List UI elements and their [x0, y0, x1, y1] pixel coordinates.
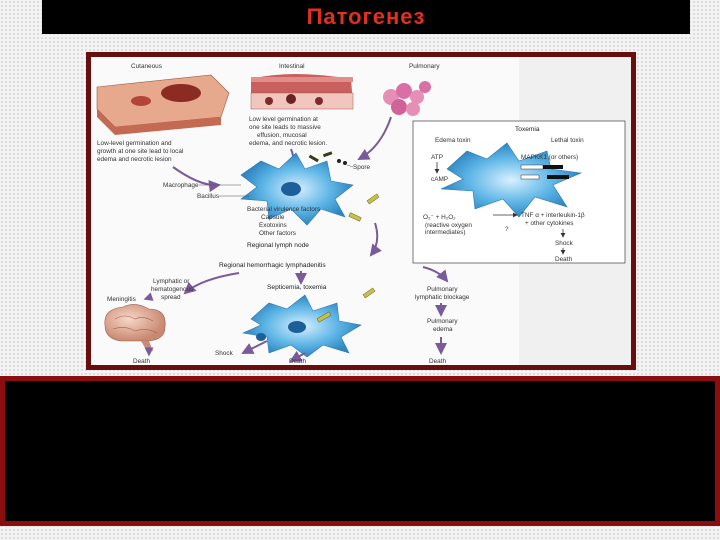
toxemia-title: Toxemia: [515, 126, 540, 133]
pulmonary-illustration: Pulmonary: [383, 63, 440, 116]
edema-toxin-label: Edema toxin: [435, 137, 471, 144]
blockage-line: Pulmonary: [427, 286, 458, 293]
death-label: Death: [429, 358, 446, 365]
septicemia-label: Septicemia, toxemia: [267, 284, 327, 291]
spread-line: spread: [161, 294, 181, 301]
diagram-svg: Cutaneous Low-level germination and grow…: [96, 57, 631, 365]
title-bar: Патогенез: [42, 0, 690, 34]
ros-label: O₂⁻ + H₂O₂: [423, 214, 456, 221]
cutaneous-illustration: Cutaneous: [96, 63, 230, 135]
pathogenesis-diagram: Cutaneous Low-level germination and grow…: [91, 57, 631, 365]
virulence-line: Bacterial virulence factors: [247, 206, 320, 213]
intestinal-desc-line: effusion, mucosal: [257, 132, 307, 139]
spread-line: Lymphatic or: [153, 278, 190, 285]
cutaneous-desc-line: Low-level germination and: [97, 140, 172, 147]
arrow: [183, 272, 240, 295]
shock-label: Shock: [215, 350, 234, 357]
lethal-toxin-label: Lethal toxin: [551, 137, 584, 144]
ros-note-line: intermediates): [425, 229, 466, 236]
spore-label: Spore: [353, 164, 370, 171]
cutaneous-desc-line: edema and necrotic lesion: [97, 156, 172, 163]
death-label: Death: [133, 358, 150, 365]
tnf-label: TNF α + interleukin-1β + other cytokines: [521, 212, 586, 227]
text-panel-body: [5, 381, 715, 521]
ros-note: (reactive oxygen intermediates): [425, 222, 474, 236]
lymphadenitis-label: Regional hemorrhagic lymphadenitis: [219, 262, 326, 269]
ros-note-line: (reactive oxygen: [425, 222, 472, 229]
arrow: [289, 350, 306, 362]
macrophage-label: Macrophage: [163, 182, 199, 189]
spread-line: hematogenous: [151, 286, 193, 293]
intestinal-desc-line: one site leads to massive: [249, 124, 321, 131]
panel-death-label: Death: [555, 256, 572, 263]
intestinal-desc-line: edema, and necrotic lesion.: [249, 140, 327, 147]
meningitis-label: Meningitis: [107, 296, 136, 303]
page-title: Патогенез: [306, 4, 426, 29]
septicemia-cell: [241, 287, 376, 358]
panel-shock-label: Shock: [555, 240, 574, 247]
leader-line: [346, 164, 354, 168]
arrow: [241, 340, 268, 354]
virulence-line: Exotoxins: [259, 222, 287, 229]
intestinal-desc-line: Low level germination at: [249, 116, 318, 123]
tnf-line: TNF α + interleukin-1β: [521, 212, 585, 219]
atp-label: ATP: [431, 154, 443, 161]
lymphatic-spread: Lymphatic or hematogenous spread: [151, 278, 195, 301]
arrow: [422, 266, 449, 283]
intestinal-illustration: Intestinal: [250, 63, 354, 110]
arrow: [357, 116, 392, 160]
arrow: [143, 292, 154, 301]
edema-line: Pulmonary: [427, 318, 458, 325]
death-label: Death: [289, 358, 306, 365]
blockage-line: lymphatic blockage: [415, 294, 470, 301]
intestinal-desc: Low level germination at one site leads …: [249, 116, 327, 147]
pulmonary-edema: Pulmonary edema: [427, 318, 459, 333]
pulmonary-blockage: Pulmonary lymphatic blockage: [415, 286, 470, 301]
cutaneous-desc: Low-level germination and growth at one …: [97, 140, 185, 163]
cutaneous-label: Cutaneous: [131, 63, 162, 70]
intestinal-label: Intestinal: [279, 63, 305, 70]
figure-frame: Cutaneous Low-level germination and grow…: [86, 52, 636, 370]
pulmonary-label: Pulmonary: [409, 63, 440, 70]
virulence-factors: Bacterial virulence factors Capsule Exot…: [247, 206, 322, 237]
toxemia-panel: Toxemia Edema toxin Lethal toxin ATP cAM…: [412, 120, 626, 264]
lymph-node-label: Regional lymph node: [247, 242, 309, 249]
bacillus-rod: [366, 193, 380, 205]
text-panel: [0, 376, 720, 526]
macrophage-cell: [240, 151, 354, 226]
question-mark: ?: [505, 226, 509, 233]
bacillus-rod: [348, 212, 362, 222]
mapkk-label: MAPKK1 (or others): [521, 154, 578, 161]
arrow: [369, 222, 382, 257]
tnf-line: + other cytokines: [525, 220, 574, 227]
brain-illustration: [104, 304, 166, 351]
virulence-line: Capsule: [261, 214, 285, 221]
edema-line: edema: [433, 326, 453, 333]
bacillus-label: Bacillus: [197, 193, 219, 200]
camp-label: cAMP: [431, 176, 448, 183]
cutaneous-desc-line: growth at one site lead to local: [97, 148, 183, 155]
virulence-line: Other factors: [259, 230, 296, 237]
